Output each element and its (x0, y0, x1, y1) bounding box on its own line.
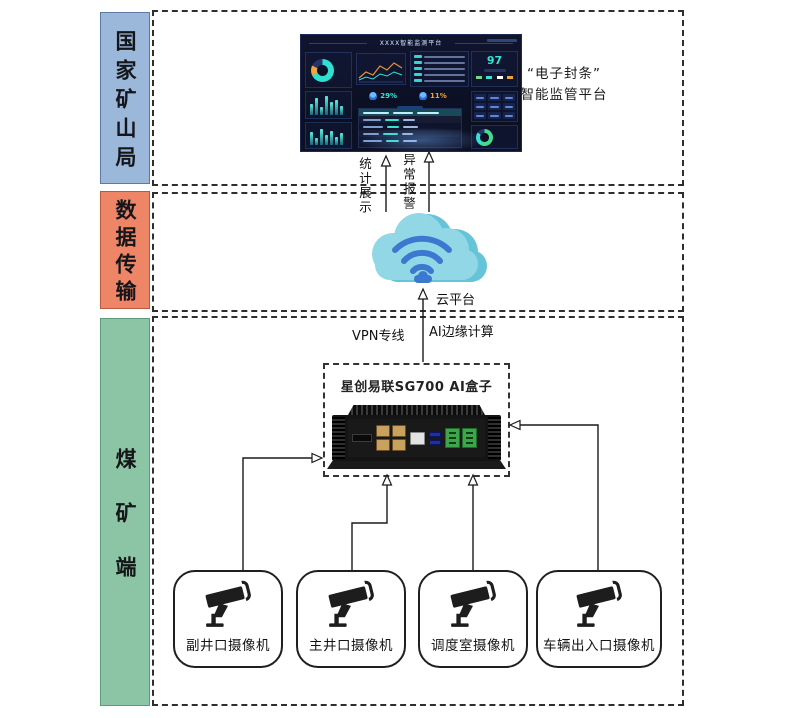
label-vpn-line: VPN专线 (352, 329, 405, 344)
dashboard-title: XXXX智能监测平台 (379, 40, 443, 47)
panel-big-number: 97 (471, 51, 518, 87)
line-chart (358, 62, 403, 83)
label-ai-edge-computing: AI边缘计算 (429, 325, 494, 340)
panel-alarm-list (410, 51, 469, 87)
platform-caption: “电子封条” 智能监管平台 (505, 64, 623, 106)
stat-value-2: 11% (430, 91, 447, 100)
bar-chart-2 (306, 123, 351, 148)
table-header (359, 109, 461, 116)
cctv-camera-icon (328, 580, 374, 627)
lane-data-label: 数据传输 (113, 199, 137, 307)
bar-chart-1 (306, 92, 351, 118)
cloud-icon (372, 213, 487, 283)
header-decor-right (455, 43, 513, 44)
header-decor-left (309, 43, 367, 44)
console-port (410, 431, 425, 445)
mini-stats (472, 76, 517, 79)
lane-mine-label: 煤矿端 (113, 447, 137, 610)
section-frame-mine (152, 316, 684, 706)
label-abnormal-alarm: 异常报警 (401, 153, 416, 211)
cctv-camera-icon (450, 580, 496, 627)
gauge-bar (483, 69, 506, 72)
ethernet-ports (376, 425, 406, 451)
donut-chart (311, 59, 334, 82)
caption-line-2: 智能监管平台 (520, 87, 608, 103)
camera-label: 副井口摄像机 (186, 638, 270, 654)
panel-bar-chart-1 (305, 91, 352, 119)
sfp-slot (352, 434, 372, 442)
camera-node-auxiliary-shaft: 副井口摄像机 (173, 570, 283, 668)
panel-data-table (358, 106, 462, 148)
stat-row: 29% 11% (357, 89, 459, 102)
camera-node-dispatch-room: 调度室摄像机 (418, 570, 528, 668)
panel-bar-chart-2 (305, 122, 352, 149)
label-stats-display: 统计展示 (357, 157, 372, 215)
section-frame-transmission (152, 192, 684, 312)
dashboard-glow (356, 127, 486, 151)
panel-donut-chart-2 (471, 125, 518, 149)
person-icon (369, 91, 378, 100)
device-front-panel (348, 419, 485, 457)
label-cloud-platform: 云平台 (436, 293, 476, 308)
donut-chart-2 (476, 129, 493, 146)
camera-label: 调度室摄像机 (431, 638, 515, 654)
panel-donut-chart (305, 52, 352, 88)
cloud-platform-node (355, 208, 491, 292)
device-heatsink-top (348, 405, 485, 415)
big-number: 97 (486, 54, 503, 67)
usb-ports (429, 431, 441, 445)
lane-national-mine-bureau: 国家矿山局 (100, 12, 150, 184)
caption-line-1: “电子封条” (527, 66, 601, 82)
camera-label: 主井口摄像机 (309, 638, 393, 654)
button-grid (472, 92, 517, 121)
terminal-blocks (445, 428, 477, 448)
camera-node-vehicle-gate: 车辆出入口摄像机 (536, 570, 662, 668)
panel-line-chart (356, 53, 406, 85)
ai-box-frame: 星创易联SG700 AI盒子 (323, 363, 510, 477)
ai-box-label: 星创易联SG700 AI盒子 (340, 380, 493, 395)
device-body (332, 415, 501, 461)
dashboard-datetime-blur (487, 39, 517, 42)
section-frame-bureau (152, 10, 684, 186)
table-tab (397, 106, 423, 110)
lane-coal-mine-side: 煤矿端 (100, 318, 150, 706)
device-mounting-flange (327, 461, 506, 469)
camera-label: 车辆出入口摄像机 (543, 638, 655, 654)
sg700-device-image (327, 405, 506, 471)
lane-data-transmission: 数据传输 (100, 191, 150, 309)
person-icon (419, 91, 427, 100)
supervision-platform-screenshot: XXXX智能监测平台 (300, 34, 522, 152)
camera-node-main-shaft: 主井口摄像机 (296, 570, 406, 668)
cctv-camera-icon (205, 580, 251, 627)
lane-gov-label: 国家矿山局 (113, 29, 137, 175)
panel-button-grid (471, 91, 518, 122)
dashboard-header: XXXX智能监测平台 (301, 35, 521, 49)
cctv-camera-icon (576, 580, 622, 627)
stat-value-1: 29% (380, 91, 397, 100)
